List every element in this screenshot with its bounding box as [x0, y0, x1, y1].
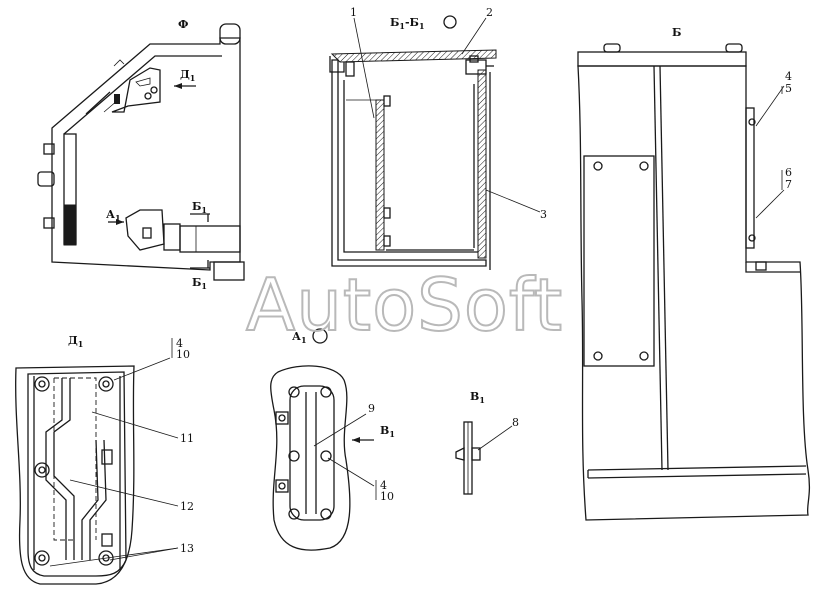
callout-6: 6 [785, 166, 792, 179]
callout-6-7-line [755, 189, 785, 219]
callout-8-line [477, 425, 513, 451]
callout-3-line [485, 189, 541, 213]
callout-2: 2 [486, 6, 493, 19]
label-a1-marker: А1 [106, 208, 121, 223]
callout-1-line [353, 17, 375, 119]
view-f-upper-bracket [111, 67, 161, 113]
callout-9-line [313, 413, 367, 447]
top-knob [219, 23, 241, 45]
label-view-b: Б [672, 26, 681, 39]
label-section-b1: Б1-Б1 [390, 16, 425, 31]
label-view-v1: В1 [470, 390, 485, 405]
callout-5: 5 [785, 82, 792, 95]
callout-4-10-line-a1 [327, 457, 375, 487]
callout-2-line [461, 17, 487, 55]
view-a1-bar [289, 385, 335, 521]
callout-12: 12 [180, 500, 194, 513]
callout-1: 1 [350, 6, 357, 19]
callout-11: 11 [180, 432, 194, 445]
callout-4a: 4 [785, 70, 792, 83]
section-inner-plate [375, 99, 385, 251]
view-d1 [15, 338, 179, 585]
watermark-text: AutoSoft [246, 263, 563, 347]
callout-12-line [69, 479, 179, 507]
callout-3: 3 [540, 208, 547, 221]
section-b1 [329, 15, 541, 270]
callout-4b: 4 [176, 337, 183, 350]
view-b [577, 43, 811, 521]
callout-10a: 10 [176, 348, 190, 361]
callout-4-10-line-d1 [113, 357, 171, 381]
section-lid [330, 49, 497, 63]
callout-4c: 4 [380, 479, 387, 492]
view-f-left-bar-dark [63, 204, 77, 246]
section-right-wall [477, 69, 487, 259]
view-b-top-cap [577, 51, 747, 67]
callout-13: 13 [180, 542, 194, 555]
label-b1-bottom: Б1 [192, 276, 207, 291]
callout-8: 8 [512, 416, 519, 429]
view-v1 [455, 421, 513, 495]
label-view-f: Ф [178, 18, 188, 31]
label-view-a1: А1 [292, 330, 307, 345]
label-b1-top: Б1 [192, 200, 207, 215]
callout-11-line [91, 411, 179, 439]
callout-13-line-b [49, 547, 179, 567]
view-b-plate [583, 155, 655, 367]
callout-7: 7 [785, 178, 792, 191]
callout-4-5-line [755, 85, 785, 127]
section-marker-circle [443, 15, 457, 29]
label-view-d1: Д1 [68, 334, 83, 349]
view-d1-outline [15, 365, 135, 585]
callout-9: 9 [368, 402, 375, 415]
view-a1-marker-circle [312, 328, 328, 344]
view-f [37, 23, 245, 281]
view-a1-outline [270, 365, 351, 551]
section-outer-wall [331, 59, 487, 267]
callout-10b: 10 [380, 490, 394, 503]
view-a1 [270, 328, 377, 551]
callout-13-line-a [109, 547, 179, 561]
view-f-lower-bracket [125, 209, 165, 251]
view-b-body [577, 65, 811, 521]
label-v1-marker: В1 [380, 424, 395, 439]
view-f-inner-edge [63, 55, 222, 135]
view-f-outline [51, 37, 241, 271]
label-d1-marker: Д1 [180, 68, 195, 83]
